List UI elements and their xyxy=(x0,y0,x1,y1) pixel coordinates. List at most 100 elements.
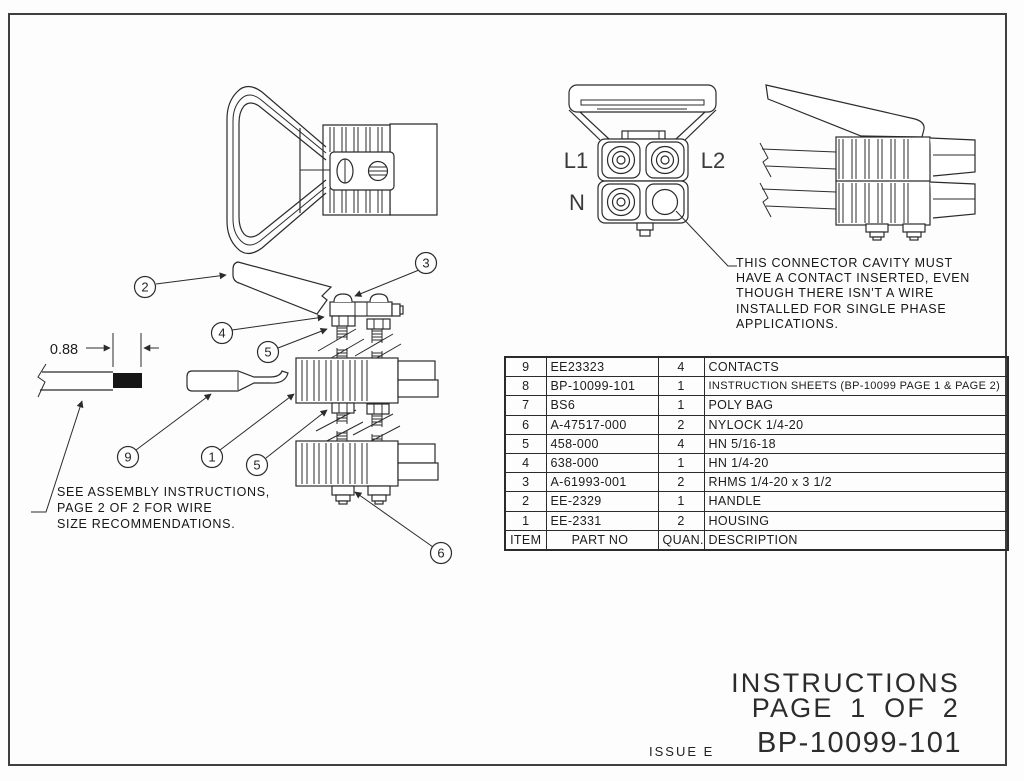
cavity-note-line: INSTALLED FOR SINGLE PHASE xyxy=(736,301,947,316)
housing-upper xyxy=(295,357,439,404)
callout-9-number: 9 xyxy=(124,450,131,465)
quan-cell: 2 xyxy=(657,472,705,493)
table-row: 3 A-61993-001 2 RHMS 1/4-20 x 3 1/2 xyxy=(504,472,1009,493)
table-row: 5 458-000 4 HN 5/16-18 xyxy=(504,433,1009,454)
top-view-assembled-connector xyxy=(226,85,438,255)
assembly-note-line: SIZE RECOMMENDATIONS. xyxy=(57,517,236,531)
description-cell: CONTACTS xyxy=(703,356,1009,378)
front-view-connector: L1 L2 N xyxy=(564,84,737,267)
wire-break-icon xyxy=(37,363,47,398)
label-n: N xyxy=(569,190,585,215)
cavity-n xyxy=(606,187,636,217)
callout-1: 1 xyxy=(200,445,224,469)
table-row: 6 A-47517-000 2 NYLOCK 1/4-20 xyxy=(504,414,1009,435)
callout-5-number: 5 xyxy=(253,458,260,473)
table-header-row: ITEM PART NO QUAN. DESCRIPTION xyxy=(504,529,1009,551)
threaded-studs xyxy=(315,326,402,448)
quan-cell: 1 xyxy=(657,376,705,397)
callout-1-number: 1 xyxy=(208,450,215,465)
table-row: 8 BP-10099-101 1 INSTRUCTION SHEETS (BP-… xyxy=(504,376,1009,397)
cavity-note-line: APPLICATIONS. xyxy=(736,316,839,331)
description-cell: POLY BAG xyxy=(703,395,1009,416)
callout-4-number: 4 xyxy=(218,326,225,341)
label-l2: L2 xyxy=(701,148,725,173)
wires xyxy=(761,148,837,210)
hex-nuts-upper xyxy=(331,315,391,330)
hex-nuts-mid xyxy=(331,402,390,415)
item-cell: 2 xyxy=(504,491,547,512)
nylock-nuts xyxy=(331,485,391,505)
cavity-note-leader xyxy=(675,210,737,267)
part-no-cell: BS6 xyxy=(545,395,659,416)
cavity-note-line: THIS CONNECTOR CAVITY MUST xyxy=(736,256,953,270)
callout-5-lower: 5 xyxy=(245,453,269,477)
table-row: 1 EE-2331 2 HOUSING xyxy=(504,510,1009,531)
quan-cell: 1 xyxy=(657,395,705,416)
drawing-number: BP-10099-101 xyxy=(756,727,962,759)
cavity-empty xyxy=(651,188,679,216)
table-row: 7 BS6 1 POLY BAG xyxy=(504,395,1009,416)
wire-break-icon xyxy=(759,142,772,218)
callout-3: 3 xyxy=(414,251,438,275)
sheet-title: INSTRUCTIONS xyxy=(731,668,960,698)
issue-label: ISSUE E xyxy=(649,744,715,759)
item-header: ITEM xyxy=(504,529,547,551)
description-header: DESCRIPTION xyxy=(703,529,1009,551)
part-no-cell: A-47517-000 xyxy=(545,414,659,435)
parts-table: 9 EE23323 4 CONTACTS 8 BP-10099-101 1 IN… xyxy=(504,356,1009,551)
description-cell: HOUSING xyxy=(703,510,1009,531)
item-cell: 1 xyxy=(504,510,547,531)
assembly-note-line: SEE ASSEMBLY INSTRUCTIONS, xyxy=(57,485,270,499)
quan-cell: 4 xyxy=(657,356,705,378)
quan-header: QUAN. xyxy=(657,529,705,551)
cavity-l1 xyxy=(606,145,636,175)
assembly-note-line: PAGE 2 OF 2 FOR WIRE xyxy=(57,501,213,515)
part-no-cell: EE-2331 xyxy=(545,510,659,531)
description-cell: NYLOCK 1/4-20 xyxy=(703,414,1009,435)
quan-cell: 1 xyxy=(657,452,705,474)
screw-bracket xyxy=(329,293,404,317)
part-no-header: PART NO xyxy=(545,529,659,551)
cavity-l2 xyxy=(650,145,680,175)
part-no-cell: EE-2329 xyxy=(545,491,659,512)
callout-6: 6 xyxy=(429,541,453,565)
description-cell: RHMS 1/4-20 x 3 1/2 xyxy=(703,472,1009,493)
callout-5-upper: 5 xyxy=(256,340,280,364)
callout-4: 4 xyxy=(210,321,234,345)
callout-5-number: 5 xyxy=(264,345,271,360)
quan-cell: 4 xyxy=(657,433,705,454)
callout-9: 9 xyxy=(116,445,140,469)
item-cell: 3 xyxy=(504,472,547,493)
page-indicator: PAGE 1 OF 2 xyxy=(751,693,960,723)
callout-2: 2 xyxy=(133,275,157,299)
cavity-note-line: THOUGH THERE ISN'T A WIRE xyxy=(736,286,934,301)
description-cell: HN 5/16-18 xyxy=(703,433,1009,454)
assembly-note: SEE ASSEMBLY INSTRUCTIONS, PAGE 2 OF 2 F… xyxy=(57,484,270,532)
callout-3-number: 3 xyxy=(422,256,429,271)
strip-dimension xyxy=(86,333,159,367)
assembly-note-leader xyxy=(31,400,84,513)
cavity-note-line: HAVE A CONTACT INSERTED, EVEN xyxy=(736,271,971,286)
part-no-cell: 638-000 xyxy=(545,452,659,474)
exploded-assembly-view: 0.88 xyxy=(31,261,439,513)
item-cell: 6 xyxy=(504,414,547,435)
quan-cell: 2 xyxy=(657,510,705,531)
item-cell: 8 xyxy=(504,376,547,397)
part-no-cell: BP-10099-101 xyxy=(545,376,659,397)
description-cell: INSTRUCTION SHEETS (BP-10099 PAGE 1 & PA… xyxy=(703,376,1009,397)
cavity-note: THIS CONNECTOR CAVITY MUST HAVE A CONTAC… xyxy=(736,256,970,332)
table-row: 4 638-000 1 HN 1/4-20 xyxy=(504,452,1009,474)
item-cell: 4 xyxy=(504,452,547,474)
strip-length-dim: 0.88 xyxy=(50,342,78,358)
wire-strip-end xyxy=(113,373,142,388)
item-cell: 9 xyxy=(504,356,547,378)
housing-lower xyxy=(295,440,439,487)
table-row: 2 EE-2329 1 HANDLE xyxy=(504,491,1009,512)
description-cell: HN 1/4-20 xyxy=(703,452,1009,474)
part-no-cell: A-61993-001 xyxy=(545,472,659,493)
quan-cell: 2 xyxy=(657,414,705,435)
part-no-cell: EE23323 xyxy=(545,356,659,378)
callout-6-number: 6 xyxy=(437,546,444,561)
